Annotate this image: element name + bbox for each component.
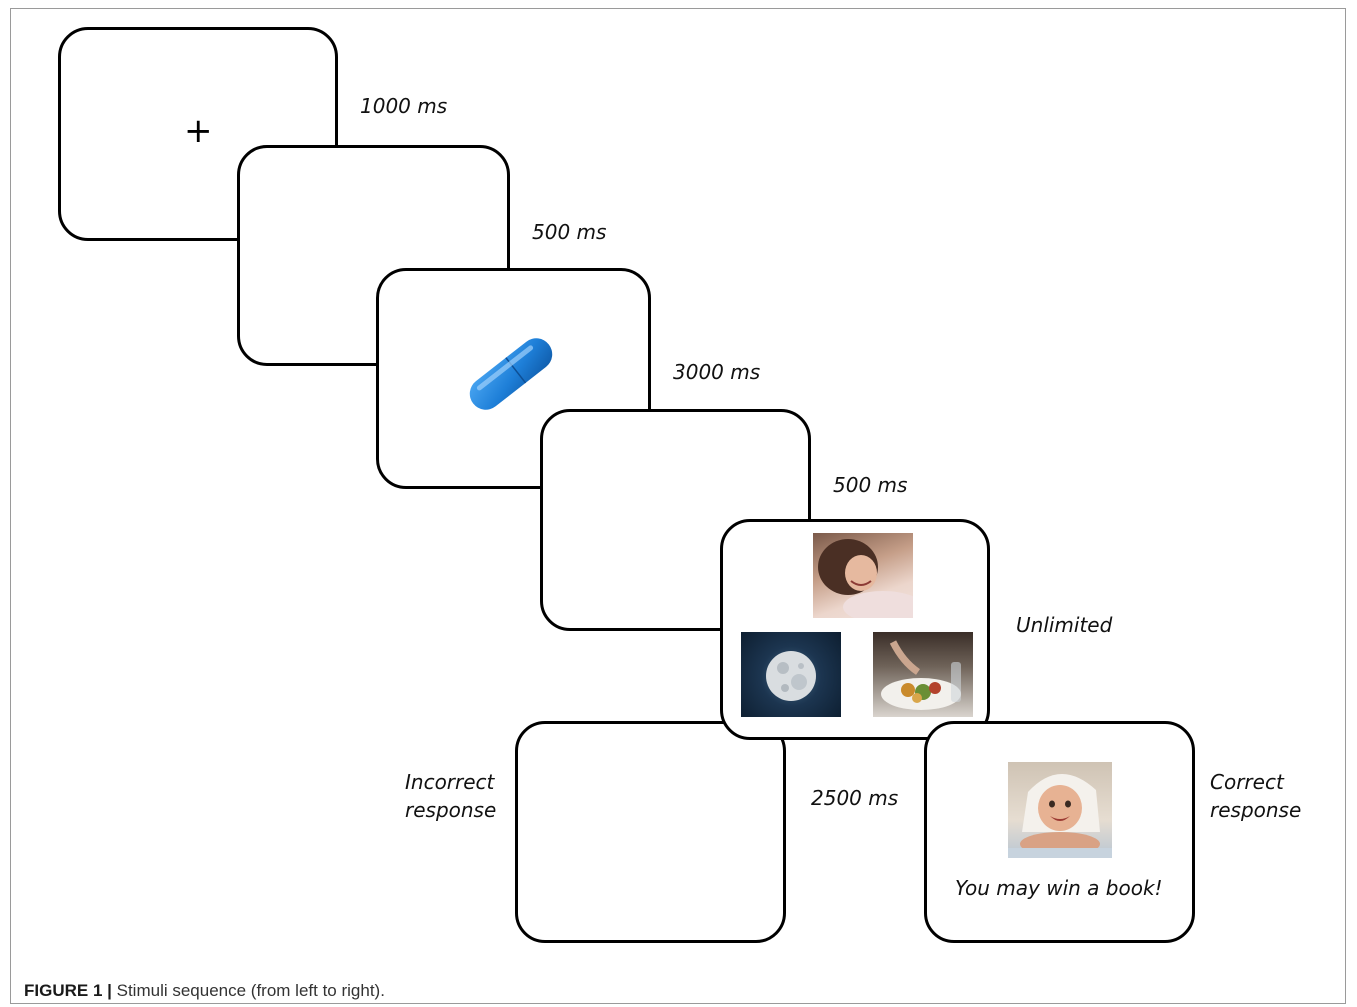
timing-choice: Unlimited — [1016, 613, 1113, 637]
correct-feedback-screen: You may win a book! — [924, 721, 1195, 943]
capsule-icon — [469, 338, 553, 410]
timing-blank-1: 500 ms — [532, 220, 607, 244]
figure-caption: FIGURE 1 | Stimuli sequence (from left t… — [24, 981, 385, 1001]
incorrect-feedback-screen — [515, 721, 786, 943]
correct-response-label: Correct response — [1210, 768, 1301, 824]
dinner-plate-photo[interactable] — [873, 632, 973, 717]
timing-capsule: 3000 ms — [673, 360, 761, 384]
fixation-cross: + — [184, 111, 213, 151]
capsule-screen — [376, 268, 651, 489]
figure-caption-label: FIGURE 1 | — [24, 981, 112, 1000]
woman-in-bed-photo[interactable] — [813, 533, 913, 618]
incorrect-response-line2: response — [405, 798, 497, 822]
choice-screen — [720, 519, 990, 740]
timing-blank-2: 500 ms — [833, 473, 908, 497]
timing-fixation: 1000 ms — [360, 94, 448, 118]
figure-caption-text: Stimuli sequence (from left to right). — [111, 981, 385, 1000]
incorrect-response-line1: Incorrect — [405, 770, 495, 794]
figure-frame — [10, 8, 1346, 1004]
correct-response-line1: Correct — [1210, 770, 1284, 794]
correct-response-line2: response — [1210, 798, 1302, 822]
full-moon-photo[interactable] — [741, 632, 841, 717]
feedback-message: You may win a book! — [955, 876, 1163, 900]
timing-feedback: 2500 ms — [811, 786, 899, 810]
incorrect-response-label: Incorrect response — [405, 768, 496, 824]
smiling-baby-photo — [1008, 762, 1112, 858]
